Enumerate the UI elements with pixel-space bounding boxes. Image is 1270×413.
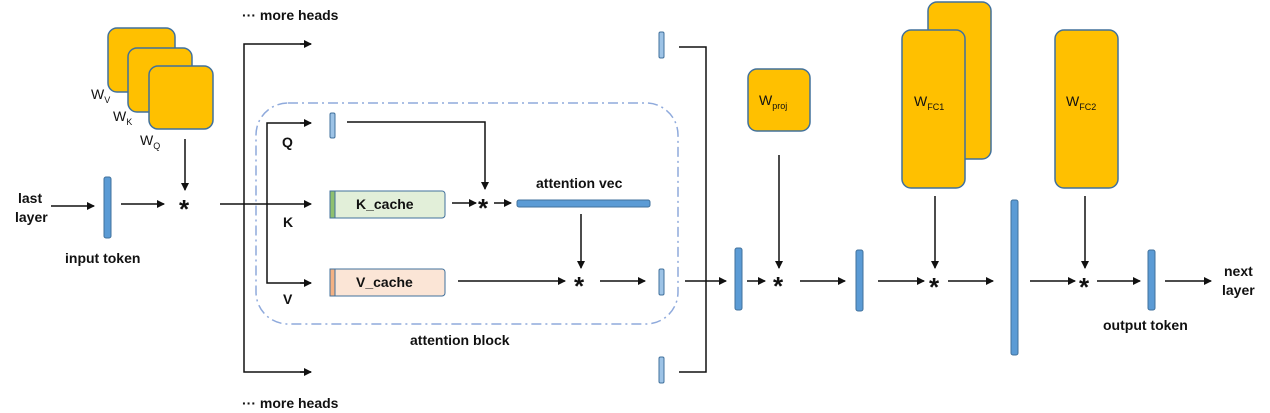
k-label: K [283, 214, 293, 230]
concat-vector [734, 247, 743, 311]
more-heads-bottom-label: ··· more heads [242, 395, 339, 411]
attention-block-label: attention block [410, 332, 510, 348]
weight-wq [148, 65, 214, 130]
v-cache-new-entry [329, 268, 336, 297]
weight-wfc1 [901, 29, 966, 189]
q-label: Q [282, 134, 293, 150]
wfc2-label: WFC2 [1066, 93, 1096, 112]
wk-label: WK [113, 108, 132, 127]
multiply-fc1: * [929, 272, 940, 302]
attention-vector [516, 199, 651, 208]
head-output-vector [658, 268, 665, 296]
proj-output-vector [855, 249, 864, 312]
fc1-output-vector [1010, 199, 1019, 356]
head-output-bottom [658, 356, 665, 384]
multiply-proj: * [773, 271, 784, 301]
wv-label: WV [91, 86, 110, 105]
multiply-av: * [574, 271, 585, 301]
next-label: next [1224, 263, 1253, 279]
arrow-q-to-mul [347, 121, 489, 190]
k-cache-new-entry [329, 190, 336, 219]
q-vector [329, 112, 336, 139]
head-split-line [243, 43, 311, 373]
v-label: V [283, 291, 293, 307]
output-token-label: output token [1103, 317, 1188, 333]
concat-bracket [679, 46, 707, 373]
qv-split-line [266, 122, 311, 284]
input-token-vector [103, 176, 112, 239]
head-output-top [658, 31, 665, 59]
output-token-vector [1147, 249, 1156, 311]
last-label: last [18, 190, 42, 206]
weight-wfc2 [1054, 29, 1119, 189]
wq-label: WQ [140, 132, 160, 151]
wproj-label: Wproj [759, 92, 787, 111]
multiply-qk: * [478, 193, 489, 223]
wfc1-label: WFC1 [914, 93, 944, 112]
attention-block-border [255, 102, 679, 325]
layer-label: layer [15, 209, 48, 225]
multiply-fc2: * [1079, 272, 1090, 302]
next-layer-label: layer [1222, 282, 1255, 298]
k-cache-label: K_cache [356, 196, 414, 212]
multiply-qkv: * [179, 194, 190, 224]
more-heads-top-label: ··· more heads [242, 7, 339, 23]
attention-vec-label: attention vec [536, 175, 623, 191]
weight-wproj [747, 68, 811, 132]
v-cache-label: V_cache [356, 274, 413, 290]
input-token-label: input token [65, 250, 140, 266]
